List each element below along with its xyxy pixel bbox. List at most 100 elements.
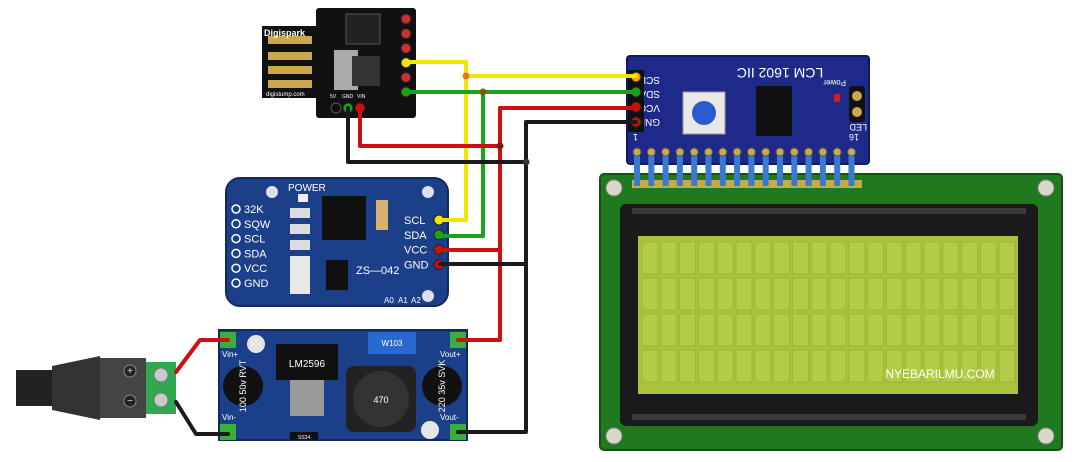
smd-part <box>290 240 310 250</box>
lcd-char-cell <box>885 313 903 347</box>
digispark-pin <box>400 28 412 40</box>
rtc-right-pin-label: SCL <box>404 215 425 227</box>
lcd-pin-head <box>704 147 713 157</box>
bezel-strip <box>632 414 1026 420</box>
lcd-char-cell <box>829 241 847 275</box>
lcd-char-cell <box>773 277 791 311</box>
lcd-char-cell <box>998 277 1016 311</box>
label-vout-plus: Vout+ <box>440 350 461 359</box>
digi-label-vin: VIN <box>357 94 366 100</box>
lcd-pin-head <box>775 147 785 157</box>
jack-minus-mark <box>123 394 137 408</box>
i2c-pin-gnd: GND <box>638 116 660 127</box>
rtc-left-pin-label: 32K <box>244 204 264 216</box>
i2c-pin-scl: SCL <box>640 74 660 85</box>
lcd-char-cell <box>791 349 809 383</box>
digi-label-gnd: GND <box>342 94 354 100</box>
buck-converter: Vin+ Vin- Vout+ Vout- 100 50v RVT 220 35… <box>218 329 468 441</box>
i2c-backpack: LCM 1602 IIC Power LED 16 1 SCL SDA VCC … <box>626 55 870 186</box>
lcd-char-cell <box>979 241 997 275</box>
lcd-char-cell <box>961 277 979 311</box>
pin1-label: 1 <box>633 132 638 142</box>
lcd-char-cell <box>923 277 941 311</box>
power-led <box>834 94 840 102</box>
wire-vout-minus <box>456 262 528 434</box>
jack-plus-mark <box>123 364 137 378</box>
rtc-power-label: POWER <box>288 183 326 194</box>
lcd-char-cell <box>885 349 903 383</box>
lcd-pin <box>662 150 669 186</box>
lcd-header-strip <box>632 180 862 188</box>
lcd-pin-head <box>746 147 756 157</box>
led-label: LED <box>849 122 867 132</box>
lcd-char-cell <box>641 349 659 383</box>
wire-vin-plus <box>174 338 230 374</box>
lcd-char-cell <box>961 241 979 275</box>
lcd-pin-head <box>689 147 699 157</box>
lcd-pin-head <box>732 147 742 157</box>
lcd-pin-head <box>804 147 814 157</box>
lcd-char-cell <box>885 277 903 311</box>
lcd-char-cell <box>697 241 715 275</box>
mount-hole <box>605 179 623 197</box>
lcd-pin <box>676 150 683 186</box>
mount-hole <box>1037 179 1055 197</box>
lcd-char-cell <box>979 349 997 383</box>
lcd-pin-head <box>789 147 799 157</box>
rtc-left-pin-label: VCC <box>244 263 267 275</box>
lcd-char-cell <box>697 277 715 311</box>
lcd-pin <box>762 150 769 186</box>
jack-housing <box>100 358 146 418</box>
lcd-char-cell <box>810 349 828 383</box>
usb-contact <box>268 36 312 44</box>
label-vin-minus: Vin- <box>222 413 236 422</box>
lcd-char-cell <box>679 241 697 275</box>
rtc-left-pin <box>231 248 241 259</box>
lcd-pin-head <box>632 147 642 157</box>
eeprom-socket <box>290 256 310 294</box>
lcd-char-cell <box>867 313 885 347</box>
usb-contact <box>268 52 312 60</box>
digispark-url: digistump.com <box>266 92 305 98</box>
junction-dot <box>496 142 504 150</box>
mount-hole <box>422 290 434 302</box>
i2c-header <box>628 70 644 132</box>
lcd-char-cell <box>998 313 1016 347</box>
rtc-left-pin-label: GND <box>244 278 269 290</box>
i2c-pin-sda: SDA <box>639 88 660 99</box>
lcd-char-cell <box>867 277 885 311</box>
lcd-pin <box>791 150 798 186</box>
lcd-char-cell <box>679 277 697 311</box>
lcd-char-cell <box>979 277 997 311</box>
lcd-pin-head <box>718 147 728 157</box>
lcd-char-cell <box>942 277 960 311</box>
lcd-char-cell <box>660 241 678 275</box>
lcd-char-cell <box>754 313 772 347</box>
lcd-pin-head <box>832 147 842 157</box>
lcd-char-cell <box>998 349 1016 383</box>
mount-hole <box>421 421 439 439</box>
regulator <box>352 56 380 86</box>
lcd-pin <box>691 150 698 186</box>
junction-dot <box>462 72 470 80</box>
mount-hole <box>266 186 278 198</box>
mount-hole <box>1037 427 1055 445</box>
watermark-text: NYEBARILMU.COM <box>885 367 994 381</box>
lcd-char-cell <box>660 277 678 311</box>
junction-dot <box>522 158 530 166</box>
ic-tab <box>290 380 324 416</box>
lcd-char-cell <box>810 277 828 311</box>
lcd-char-cell <box>942 349 960 383</box>
lcd-char-cell <box>867 349 885 383</box>
lcd-char-cell <box>773 313 791 347</box>
lcd-char-cell <box>998 241 1016 275</box>
rtc-left-pin <box>231 204 241 214</box>
lcd-char-cell <box>942 313 960 347</box>
rtc-left-pin <box>231 219 241 229</box>
digispark-pin <box>400 13 412 25</box>
wire-junctions <box>462 72 530 166</box>
rtc-model: ZS—042 <box>356 265 399 277</box>
lcd-char-cell <box>979 313 997 347</box>
screw <box>153 367 169 383</box>
